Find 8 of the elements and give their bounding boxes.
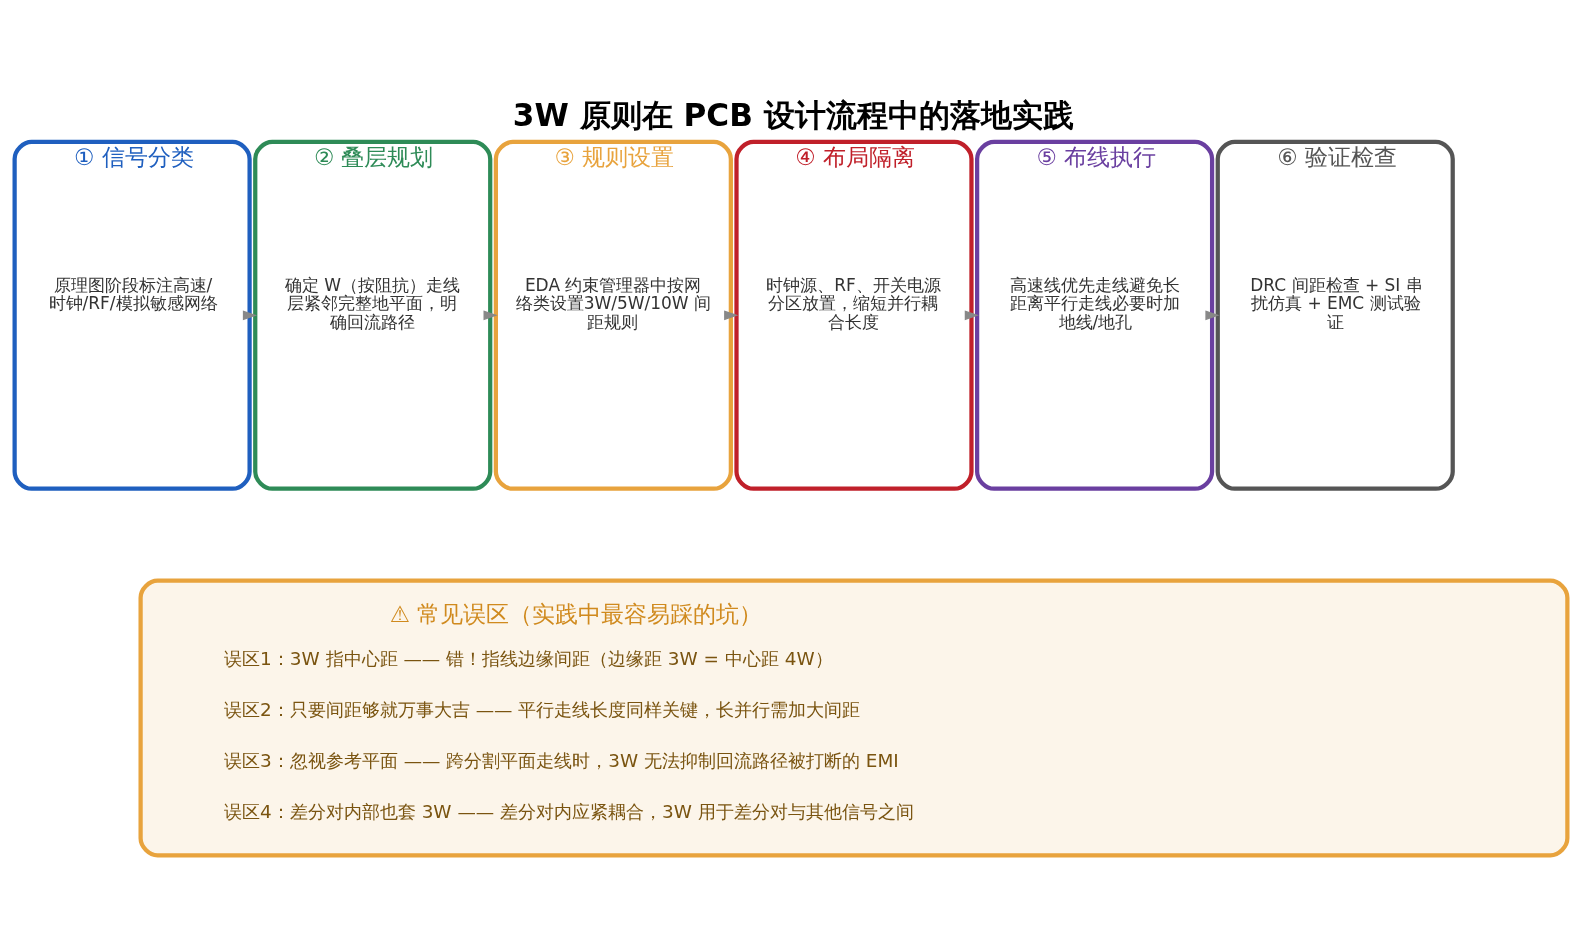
diagram-title: 3W 原则在 PCB 设计流程中的落地实践 bbox=[512, 96, 1074, 133]
arrow bbox=[483, 310, 498, 321]
arrow bbox=[724, 310, 739, 321]
arrow bbox=[964, 310, 979, 321]
arrow bbox=[242, 310, 258, 321]
arrow bbox=[1205, 310, 1220, 321]
node-box: ⚠ 常见误区（实践中最容易踩的坑） 误区1：3W 指中心距 —— 错！指线边缘间距（边缘距 3W = 中心距 4W） 误区2：只要间距够就万事大吉 —— 平行走线长度同样关键，长并行需加大间距 误区3：忽视参考平面 —— 跨分割平面走线时，3W 无法抑制回流路径被打断的 EMI 误区4：差分对内部也套 3W —— 差分对内应紧耦合，3W 用于差分对与其他信号之间 bbox=[138, 578, 1570, 858]
node-box: ⑥ 验证检查 DRC 间距检查 + SI 串扰仿真 + EMC 测试验证 bbox=[1215, 139, 1455, 491]
